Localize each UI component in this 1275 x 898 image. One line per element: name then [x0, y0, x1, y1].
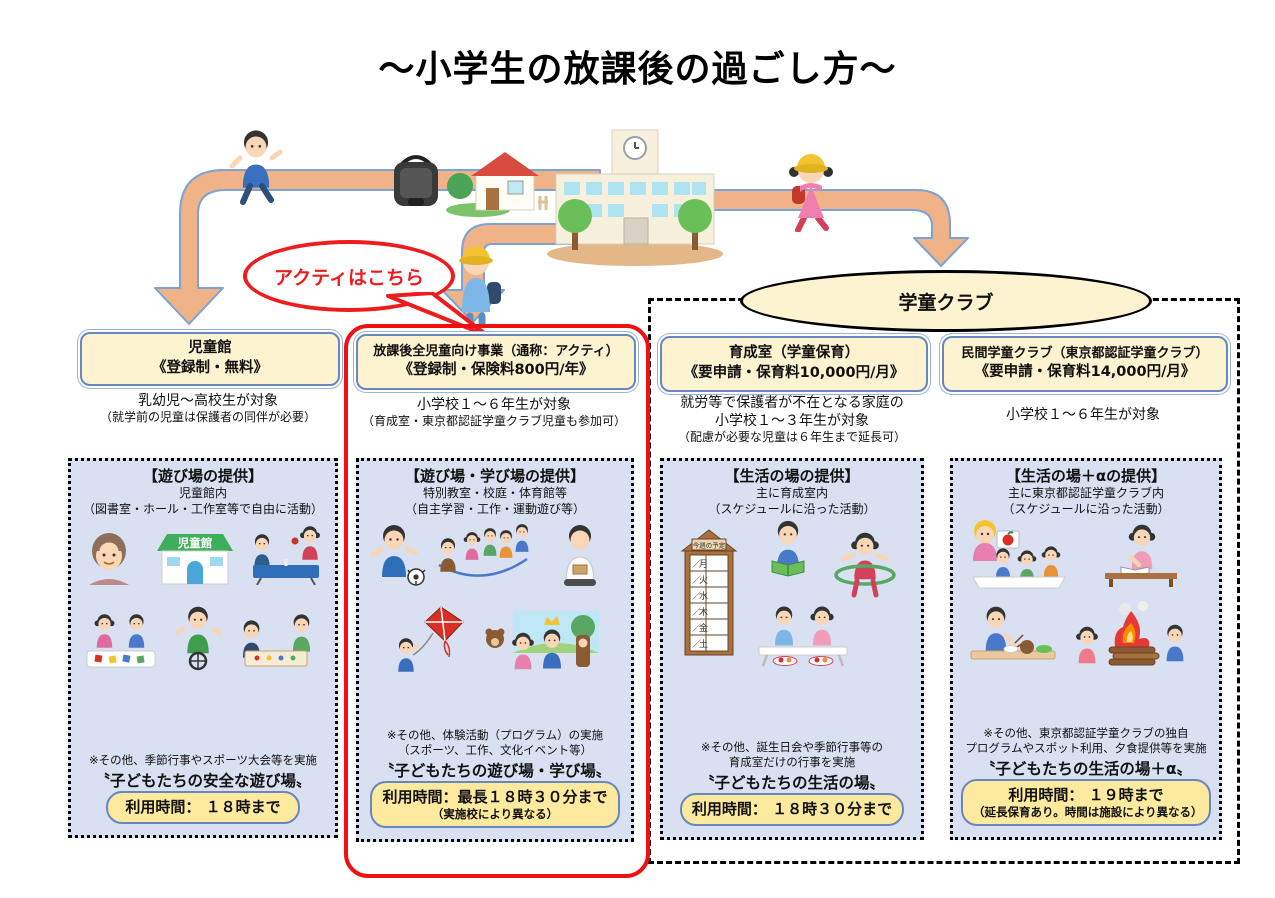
- acty-quote: 〝子どもたちの遊び場・学び場〟: [378, 761, 612, 780]
- english-lesson-illustration: [972, 520, 1066, 589]
- theater-kids-illustration: [485, 611, 599, 670]
- minkan-title: 民間学童クラブ（東京都認証学童クラブ）: [961, 346, 1209, 362]
- running-girl-illustration: [789, 154, 833, 232]
- minkan-fee: 《要申請・保育料14,000円/月》: [974, 363, 1196, 380]
- jidokan-building-illustration: 児童館: [157, 534, 233, 585]
- unicycle-boy-illustration: [175, 607, 221, 671]
- page-title: ～小学生の放課後の過ごし方～: [378, 49, 897, 90]
- acty-hours-button: 利用時間：最長１８時３０分まで （実施校により異なる）: [370, 780, 620, 828]
- acty-callout-label: アクティはこちら: [274, 266, 424, 289]
- svg-text:金: 金: [699, 622, 708, 634]
- gakudo-club-ellipse: 学童クラブ: [740, 270, 1152, 332]
- snack-time-kids-illustration: [758, 606, 848, 667]
- kite-boy-illustration: [398, 606, 464, 673]
- acty-target: 小学校１～６年生が対象 （育成室・東京都認証学童クラブ児童も参加可）: [361, 397, 626, 429]
- svg-text:月: 月: [699, 559, 708, 570]
- acty-panel: 【遊び場・学び場の提供】 特別教室・校庭・体育館等 （自主学習・工作・運動遊び等…: [356, 458, 634, 842]
- svg-text:水: 水: [699, 590, 708, 602]
- minkan-panel: 【生活の場＋αの提供】 主に東京都認証学童クラブ内 （スケジュールに沿った活動）: [950, 458, 1222, 840]
- origami-kids-illustration: [86, 614, 156, 668]
- jump-rope-kids-illustration: [438, 524, 529, 578]
- jidokan-target: 乳幼児～高校生が対象 （就学前の児童は保護者の同伴が必要）: [99, 393, 316, 425]
- svg-text:／: ／: [692, 607, 701, 618]
- svg-text:／: ／: [692, 639, 701, 650]
- arrow-to-gakudo: [659, 189, 969, 267]
- svg-text:／: ／: [692, 623, 701, 634]
- jidokan-illustrations: 児童館: [79, 517, 327, 753]
- hula-hoop-girl-illustration: [834, 533, 896, 598]
- studying-girl-illustration: [1105, 525, 1177, 588]
- board-game-kids-illustration: [242, 614, 311, 667]
- svg-text:土: 土: [699, 638, 708, 650]
- acty-fee: 《登録制・保険料800円/年》: [398, 361, 594, 378]
- running-boy-illustration: [229, 130, 283, 205]
- school-illustration: [547, 129, 723, 266]
- soccer-boy-illustration: [370, 525, 426, 587]
- school-trees: [558, 199, 712, 250]
- svg-text:／: ／: [692, 591, 701, 602]
- schedule-board-title: 今週の予定: [693, 541, 726, 550]
- dinner-boy-illustration: [970, 607, 1056, 660]
- ikuseishitsu-panel: 【生活の場の提供】 主に育成室内 （スケジュールに沿った活動） 今週の予定 ／月…: [660, 458, 924, 840]
- reading-boy-illustration: [771, 521, 805, 577]
- reading-man-illustration: [564, 525, 596, 587]
- ikuseishitsu-fee: 《要申請・保育料10,000円/月》: [683, 365, 905, 381]
- ikuseishitsu-illustrations: 今週の予定 ／月 ／火 ／水 ／木 ／金 ／土: [671, 517, 913, 740]
- schedule-board-illustration: 今週の予定 ／月 ／火 ／水 ／木 ／金 ／土: [680, 529, 738, 656]
- acty-callout-bubble: アクティはこちら: [243, 240, 455, 312]
- ikuseishitsu-quote: 〝子どもたちの生活の場〟: [698, 774, 885, 793]
- minkan-header-box: 民間学童クラブ（東京都認証学童クラブ） 《要申請・保育料14,000円/月》: [942, 336, 1228, 392]
- gakudo-club-label: 学童クラブ: [898, 291, 994, 314]
- walking-child-illustration: [459, 246, 501, 326]
- acty-highlight-outline: [344, 324, 650, 878]
- acty-illustrations: [367, 517, 623, 728]
- svg-text:／: ／: [692, 559, 701, 570]
- campfire-kids-illustration: [1076, 601, 1184, 666]
- table-tennis-illustration: [253, 526, 320, 586]
- svg-text:／: ／: [692, 575, 701, 586]
- ikuseishitsu-title: 育成室（学童保育）: [728, 345, 860, 362]
- ikuseishitsu-header-box: 育成室（学童保育） 《要申請・保育料10,000円/月》: [660, 336, 928, 392]
- svg-text:木: 木: [699, 606, 708, 618]
- minkan-hours-button: 利用時間： １９時まで （延長保育あり。時間は施設により異なる）: [961, 778, 1211, 826]
- minkan-quote: 〝子どもたちの生活の場＋α〟: [979, 759, 1193, 778]
- jidokan-fee: 《登録制・無料》: [152, 360, 268, 376]
- minkan-illustrations: [961, 517, 1211, 726]
- jidokan-header-box: 児童館 《登録制・無料》: [80, 332, 340, 386]
- acty-header-box: 放課後全児童向け事業（通称：アクティ） 《登録制・保険料800円/年》: [356, 334, 636, 390]
- jidokan-panel: 【遊び場の提供】 児童館内 （図書室・ホール・工作室等で自由に活動） 児童館: [68, 458, 338, 838]
- jidokan-hours-button: 利用時間： １８時まで: [106, 791, 300, 824]
- jidokan-sign-text: 児童館: [177, 536, 213, 550]
- house-illustration: [446, 152, 548, 217]
- randoseru-backpack-illustration: [394, 155, 438, 206]
- grandma-illustration: [89, 533, 129, 586]
- jidokan-quote: 〝子どもたちの安全な遊び場〟: [94, 772, 312, 791]
- ikuseishitsu-hours-button: 利用時間： １８時３０分まで: [679, 793, 905, 826]
- acty-title: 放課後全児童向け事業（通称：アクティ）: [373, 344, 619, 360]
- minkan-target: 小学校１～６年生が対象: [1006, 407, 1160, 423]
- svg-text:火: 火: [699, 575, 708, 586]
- jidokan-title: 児童館: [188, 340, 232, 357]
- ikuseishitsu-target: 就労等で保護者が不在となる家庭の 小学校１～３年生が対象 （配慮が必要な児童は６…: [677, 395, 906, 445]
